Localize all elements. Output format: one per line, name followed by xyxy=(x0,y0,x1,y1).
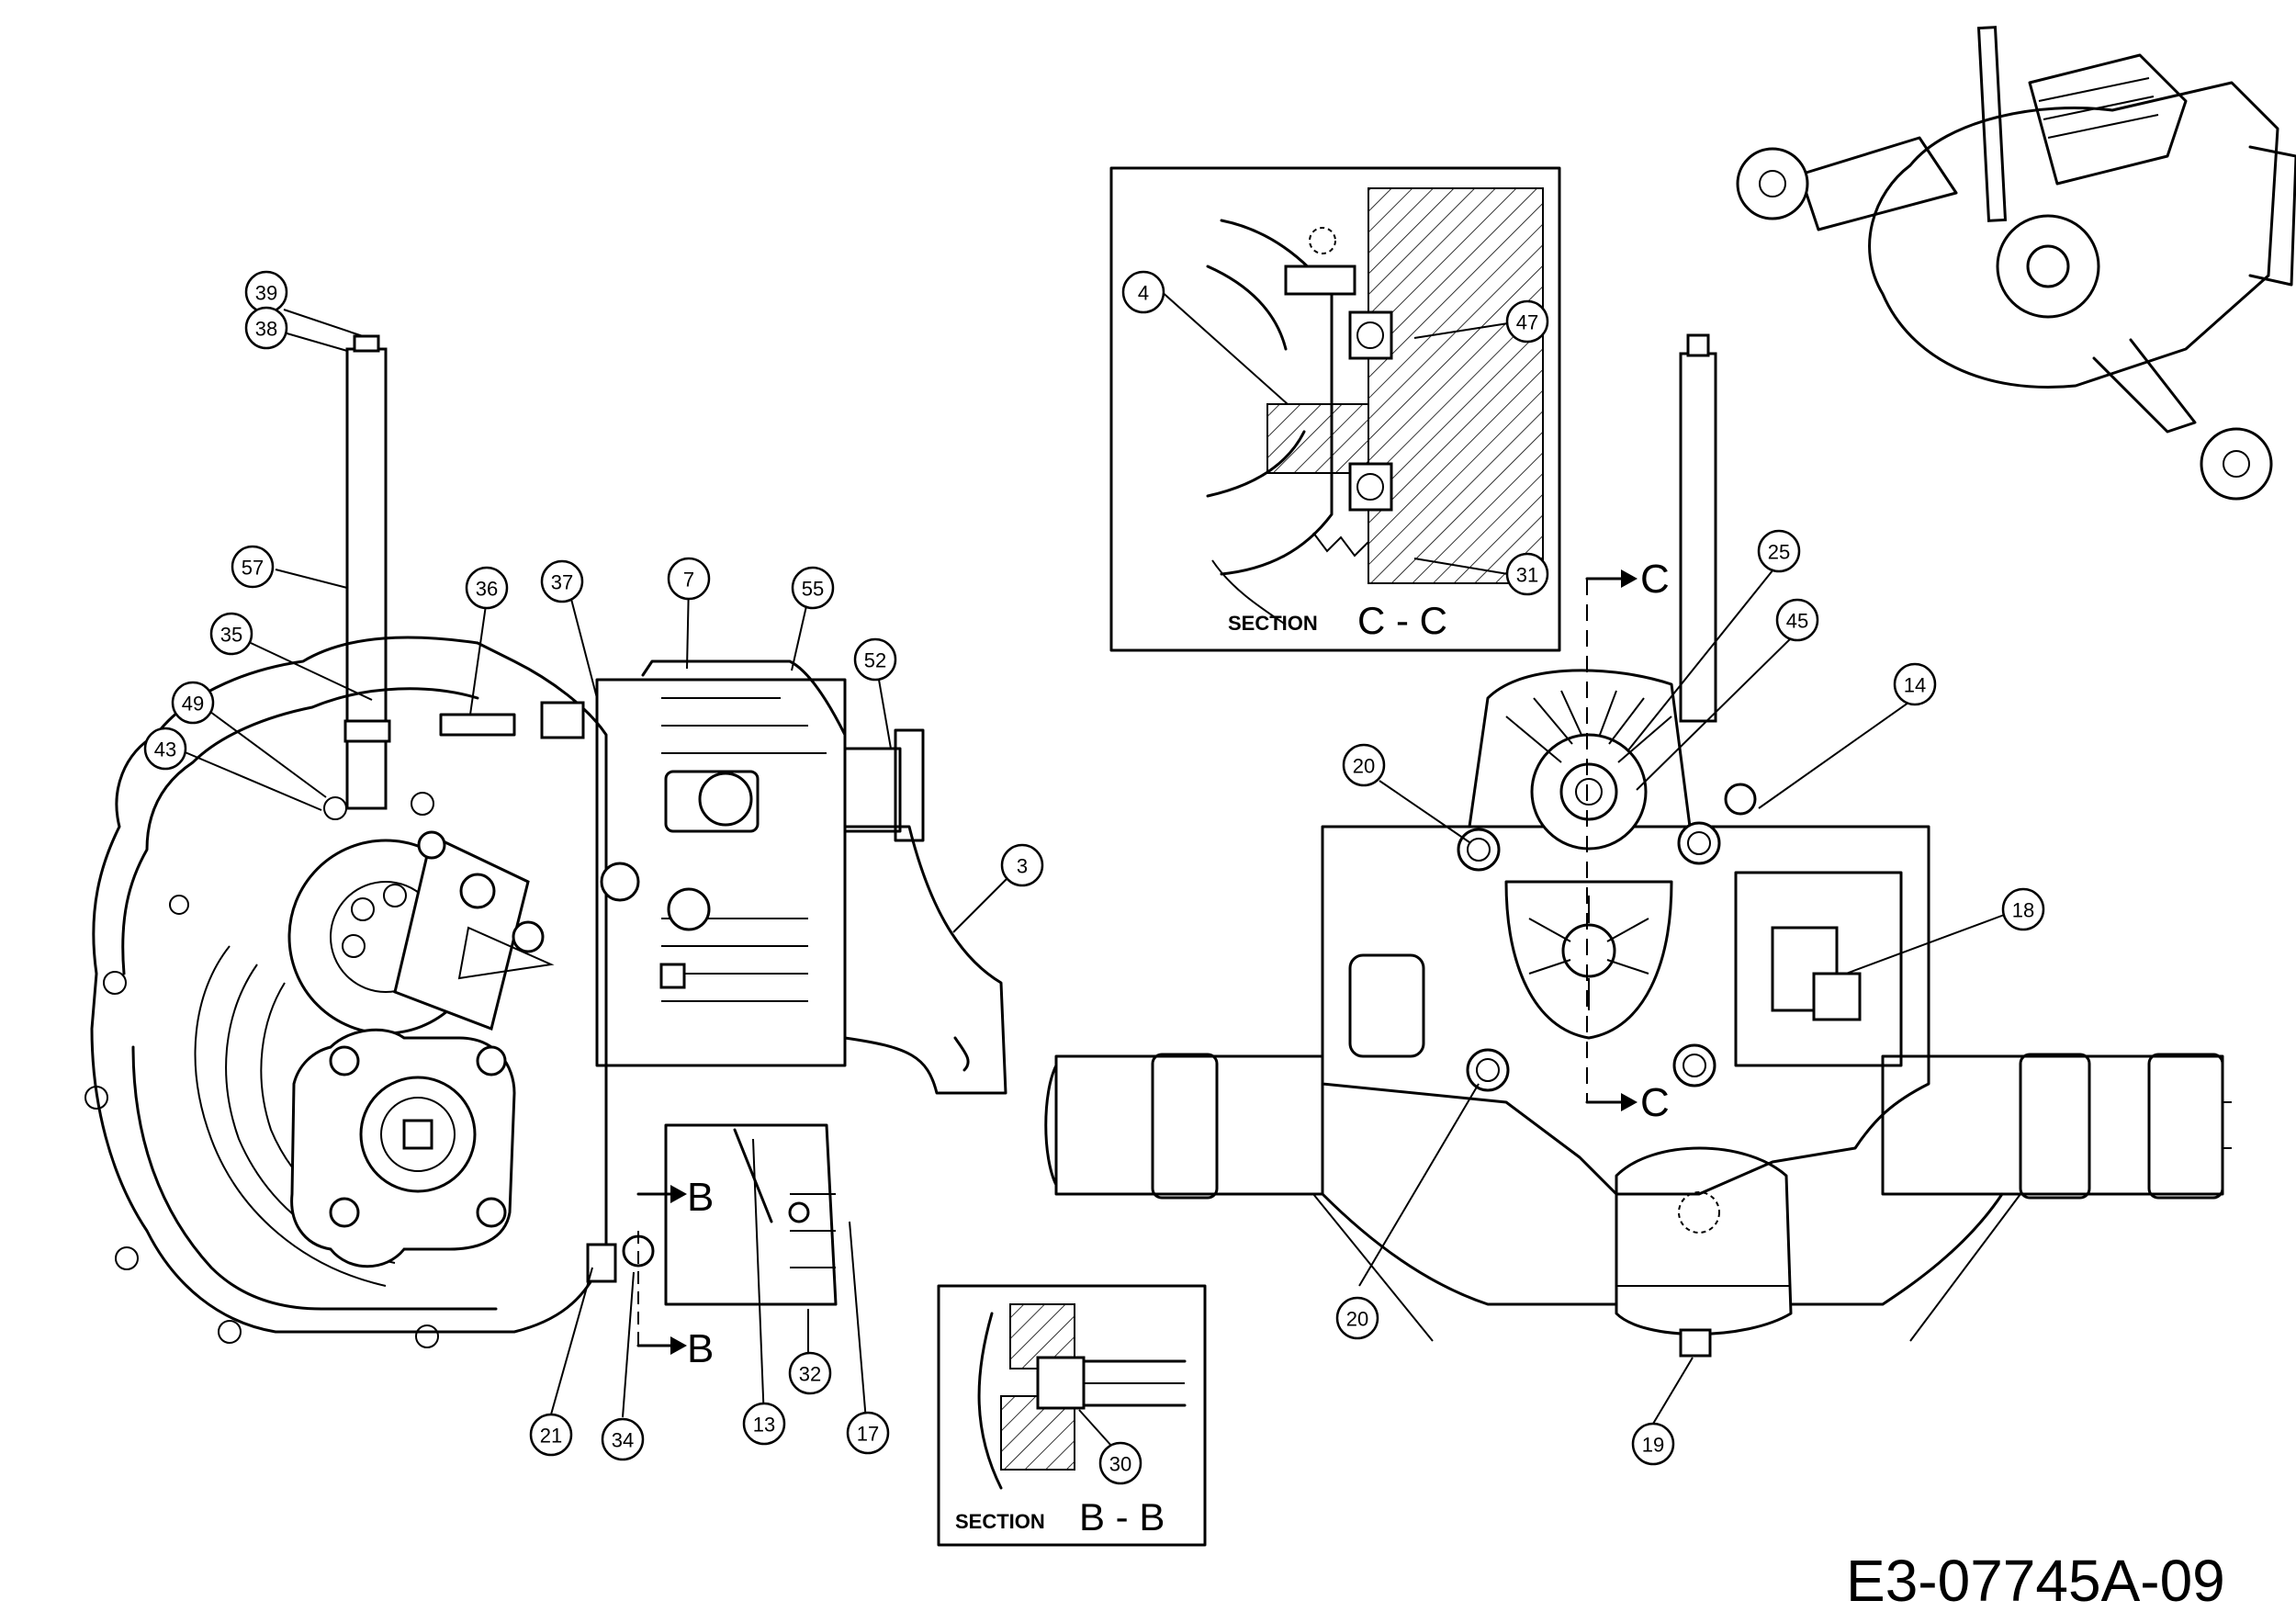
section-cc-word: SECTION xyxy=(1228,612,1318,635)
svg-text:7: 7 xyxy=(683,569,694,592)
svg-text:47: 47 xyxy=(1516,311,1538,334)
section-bb-detail xyxy=(937,1284,1207,1547)
callout-13: 13 xyxy=(742,1402,786,1446)
section-bb-frame xyxy=(937,1284,1207,1547)
cut-marker-c-top: C xyxy=(1640,557,1670,602)
callout-37: 37 xyxy=(540,559,584,603)
mounting-bracket xyxy=(843,825,1007,1095)
section-bb-label: B - B xyxy=(1079,1495,1165,1538)
svg-text:36: 36 xyxy=(476,578,498,601)
filter-canister xyxy=(1615,1146,1793,1336)
svg-text:35: 35 xyxy=(220,624,242,647)
svg-text:37: 37 xyxy=(551,571,573,594)
callout-35: 35 xyxy=(209,612,253,656)
shift-rod-rear xyxy=(1679,352,1717,723)
transaxle-side-view xyxy=(84,334,1007,1355)
callout-38: 38 xyxy=(244,306,288,350)
callout-39: 39 xyxy=(244,270,288,314)
svg-text:32: 32 xyxy=(799,1363,821,1386)
section-cc-detail xyxy=(1109,166,1561,652)
svg-text:30: 30 xyxy=(1109,1453,1131,1476)
transaxle-rear-view xyxy=(1044,333,2232,1358)
callout-32: 32 xyxy=(788,1351,832,1395)
callout-7: 7 xyxy=(667,557,711,601)
section-cc-frame xyxy=(1109,166,1561,652)
callout-17: 17 xyxy=(846,1411,890,1455)
cooling-fan xyxy=(1468,669,1692,828)
control-lever xyxy=(393,833,530,1031)
isometric-assembly-view xyxy=(1736,26,2296,501)
callout-57: 57 xyxy=(231,545,275,589)
svg-text:31: 31 xyxy=(1516,564,1538,587)
callout-19: 19 xyxy=(1631,1422,1675,1466)
svg-text:52: 52 xyxy=(864,649,886,672)
svg-text:21: 21 xyxy=(540,1425,562,1448)
callout-25: 25 xyxy=(1757,529,1801,573)
svg-text:17: 17 xyxy=(857,1423,879,1446)
callout-4: 4 xyxy=(1121,270,1165,314)
callout-36: 36 xyxy=(465,566,509,610)
callout-20-top: 20 xyxy=(1342,743,1386,787)
transaxle-housing xyxy=(90,636,608,1334)
svg-text:57: 57 xyxy=(242,557,264,580)
svg-text:19: 19 xyxy=(1642,1434,1664,1457)
callout-34: 34 xyxy=(601,1417,645,1461)
svg-text:3: 3 xyxy=(1017,855,1028,878)
section-bb-word: SECTION xyxy=(955,1510,1045,1533)
callout-52: 52 xyxy=(853,637,897,682)
callout-30: 30 xyxy=(1098,1441,1142,1485)
svg-text:20: 20 xyxy=(1353,755,1375,778)
cut-marker-b-top: B xyxy=(687,1175,714,1220)
axle-tube-right xyxy=(1881,1054,2224,1196)
svg-text:20: 20 xyxy=(1346,1308,1368,1331)
svg-text:39: 39 xyxy=(255,282,277,305)
callout-49: 49 xyxy=(171,681,215,725)
callout-20-bottom: 20 xyxy=(1335,1296,1379,1340)
svg-text:49: 49 xyxy=(182,693,204,716)
svg-text:4: 4 xyxy=(1138,282,1149,305)
svg-text:14: 14 xyxy=(1904,674,1926,697)
callout-3: 3 xyxy=(1000,843,1044,887)
section-cc-label: C - C xyxy=(1357,599,1447,642)
axle-tube-left xyxy=(1054,1054,1324,1196)
svg-text:25: 25 xyxy=(1768,541,1790,564)
svg-text:38: 38 xyxy=(255,318,277,341)
cut-marker-b-bottom: B xyxy=(687,1326,714,1371)
svg-text:18: 18 xyxy=(2012,899,2034,922)
drawing-number: E3-07745A-09 xyxy=(1846,1548,2225,1614)
callout-45: 45 xyxy=(1775,598,1819,642)
callout-47: 47 xyxy=(1505,299,1549,344)
leader-lines xyxy=(169,288,2015,1457)
cut-marker-c-bottom: C xyxy=(1640,1080,1670,1125)
callout-55: 55 xyxy=(791,566,835,610)
callout-21: 21 xyxy=(529,1413,573,1457)
callout-43: 43 xyxy=(143,727,187,771)
svg-text:34: 34 xyxy=(612,1429,634,1452)
svg-text:43: 43 xyxy=(154,738,176,761)
svg-text:45: 45 xyxy=(1786,610,1808,633)
callout-14: 14 xyxy=(1893,662,1937,706)
svg-text:55: 55 xyxy=(802,578,824,601)
callout-31: 31 xyxy=(1505,552,1549,596)
callout-18: 18 xyxy=(2001,887,2045,931)
svg-text:13: 13 xyxy=(753,1414,775,1437)
mounting-plate xyxy=(1321,825,1930,1196)
